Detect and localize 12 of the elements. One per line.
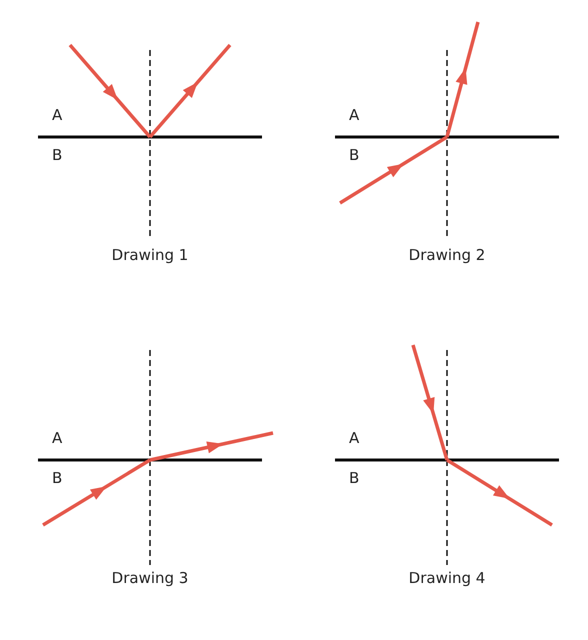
drawing-caption: Drawing 4: [408, 571, 486, 586]
drawing-caption: Drawing 3: [112, 571, 188, 586]
medium-label: A: [52, 431, 62, 446]
medium-label: A: [52, 108, 62, 123]
medium-label: B: [52, 471, 62, 486]
medium-label: B: [349, 471, 360, 486]
drawing-caption: Drawing 2: [408, 248, 486, 263]
medium-label: B: [349, 148, 360, 163]
medium-label: B: [52, 148, 62, 163]
medium-label: A: [349, 108, 360, 123]
medium-label: A: [349, 431, 360, 446]
drawing-caption: Drawing 1: [112, 248, 188, 263]
